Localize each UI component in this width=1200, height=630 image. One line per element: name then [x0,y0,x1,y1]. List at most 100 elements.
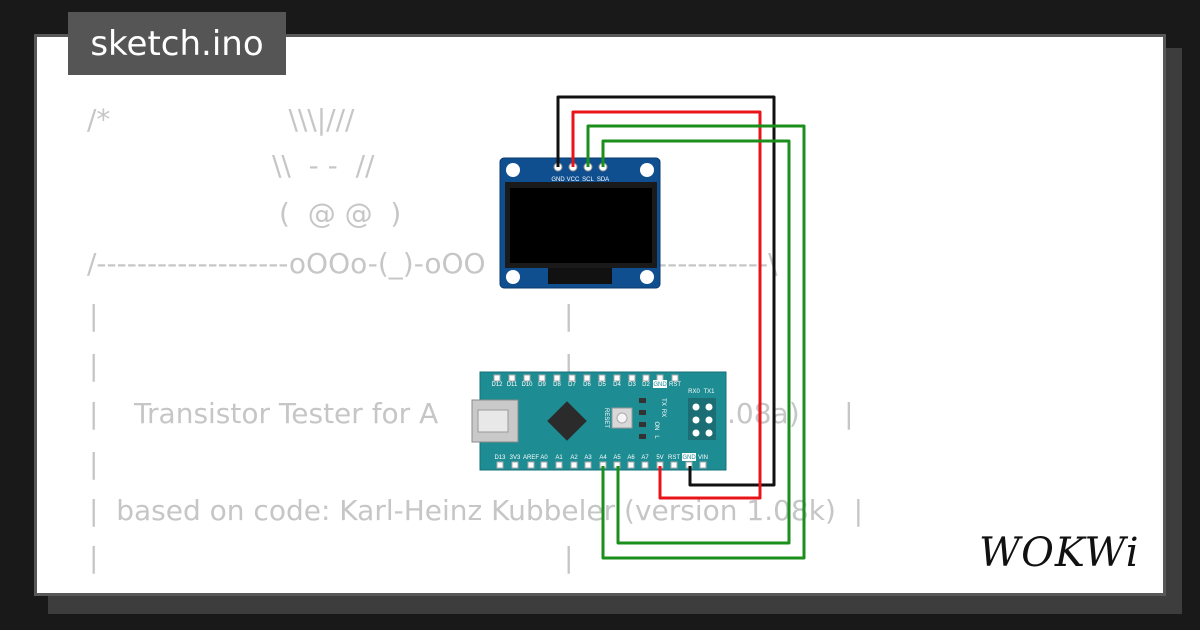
code-line: /-------------------oOOo-(_)-oOO [87,247,486,280]
led-label: L [653,435,659,439]
sketch-title-tag[interactable]: sketch.ino [68,12,286,75]
top-pin-label: RX0 [688,389,700,395]
nano-pin[interactable] [642,374,650,382]
wire-sda[interactable] [601,139,791,545]
usb-port [477,409,509,433]
nano-pin[interactable] [555,461,563,469]
bottom-pin-label: 5V [656,455,663,461]
code-line: ( @ @ ) [279,197,402,230]
bottom-pin-label: RST [668,455,680,461]
nano-pin[interactable] [627,461,635,469]
led-icon [639,422,646,427]
mount-hole-icon [506,163,520,177]
wires [556,95,806,560]
bottom-pin-label: A1 [555,455,563,461]
led-icon [639,410,646,415]
nano-pin[interactable] [496,461,504,469]
code-line: | [89,541,99,574]
bottom-pin-label: A5 [613,455,621,461]
nano-pin[interactable] [523,374,531,382]
nano-pin[interactable] [670,461,678,469]
nano-pin[interactable] [598,374,606,382]
led-icon [639,398,646,403]
nano-pin[interactable] [511,461,519,469]
top-pin-label: RST [669,382,681,388]
top-pin-label: GND [653,382,667,388]
wire-scl[interactable] [586,124,806,560]
preview-card: /* \\\|/// \\ - - // ( @ @ ) /----------… [34,34,1166,596]
nano-pin[interactable] [553,374,561,382]
code-line: | Transistor Tester for A [89,397,439,430]
led-label: ON [653,422,659,431]
mount-hole-icon [640,163,654,177]
nano-pin[interactable] [538,374,546,382]
nano-pin[interactable] [508,374,516,382]
nano-pin[interactable] [583,374,591,382]
bottom-pin-label: A0 [540,455,548,461]
nano-pin[interactable] [671,374,679,382]
code-line: | [89,299,99,332]
bottom-pin-label: 3V3 [510,455,521,461]
top-pin-label: D4 [613,382,621,388]
arduino-nano[interactable]: RESET TX RX ON L D12 D11 D10 D9 D8 D7 D6… [471,371,727,471]
code-line: | [89,447,99,480]
top-pin-label: D6 [583,382,591,388]
oled-ribbon [548,268,612,284]
mount-hole-icon [506,270,520,284]
led-label: TX [660,398,666,406]
led-icon [639,434,646,439]
icsp-header [688,398,716,440]
bottom-pin-label: A2 [570,455,578,461]
code-line: /* \\\|/// [87,103,355,136]
nano-pin[interactable] [628,374,636,382]
wire-gnd[interactable] [556,95,776,487]
code-line: -----------\ [657,247,778,280]
bottom-pin-label: VIN [698,455,708,461]
top-pin-label: TX1 [703,389,715,395]
nano-pin[interactable] [570,461,578,469]
oled-pin-label: SDA [597,177,609,183]
bottom-pin-label: D13 [494,455,506,461]
oled-pin-label: SCL [582,177,594,183]
top-pin-label: D10 [521,382,533,388]
gnd-label-bg [653,380,667,388]
nano-pin[interactable] [527,461,535,469]
nano-pin[interactable] [641,461,649,469]
gnd-label-bg [682,453,696,461]
code-line: | [89,349,99,382]
top-pin-label: D8 [553,382,561,388]
bottom-pin-label: A6 [627,455,635,461]
nano-pin[interactable] [613,374,621,382]
top-pin-label: D11 [507,382,518,388]
oled-pin-label: GND [551,177,565,183]
nano-pin[interactable] [540,461,548,469]
bottom-pin-label: GND [682,455,696,461]
top-pin-label: D9 [538,382,546,388]
top-pin-label: D12 [491,382,503,388]
top-pin-label: D3 [628,382,636,388]
reset-button-cap[interactable] [616,412,628,424]
code-line: | [564,299,574,332]
code-line: | [564,541,574,574]
top-pin-row [493,374,679,382]
top-pin-label: D7 [568,382,576,388]
wire-vcc[interactable] [571,110,762,500]
code-line: \\ - - // [272,149,375,182]
code-background: /* \\\|/// \\ - - // ( @ @ ) /----------… [37,37,1163,593]
nano-pin[interactable] [568,374,576,382]
nano-pin[interactable] [584,461,592,469]
top-pin-label: D2 [642,382,650,388]
wokwi-wordmark: WOKWi [979,530,1140,576]
bottom-pin-label: A3 [584,455,592,461]
oled-pin-label: VCC [567,177,580,183]
bottom-pin-label: AREF [523,455,539,461]
bottom-pin-row [496,461,707,469]
nano-pin[interactable] [493,374,501,382]
reset-label: RESET [603,408,609,428]
wokwi-logo: WOKWi [979,530,1140,576]
nano-pin[interactable] [699,461,707,469]
microcontroller-chip-icon [547,401,587,441]
oled-display[interactable]: GND VCC SCL SDA [499,157,661,289]
oled-screen [510,188,652,263]
